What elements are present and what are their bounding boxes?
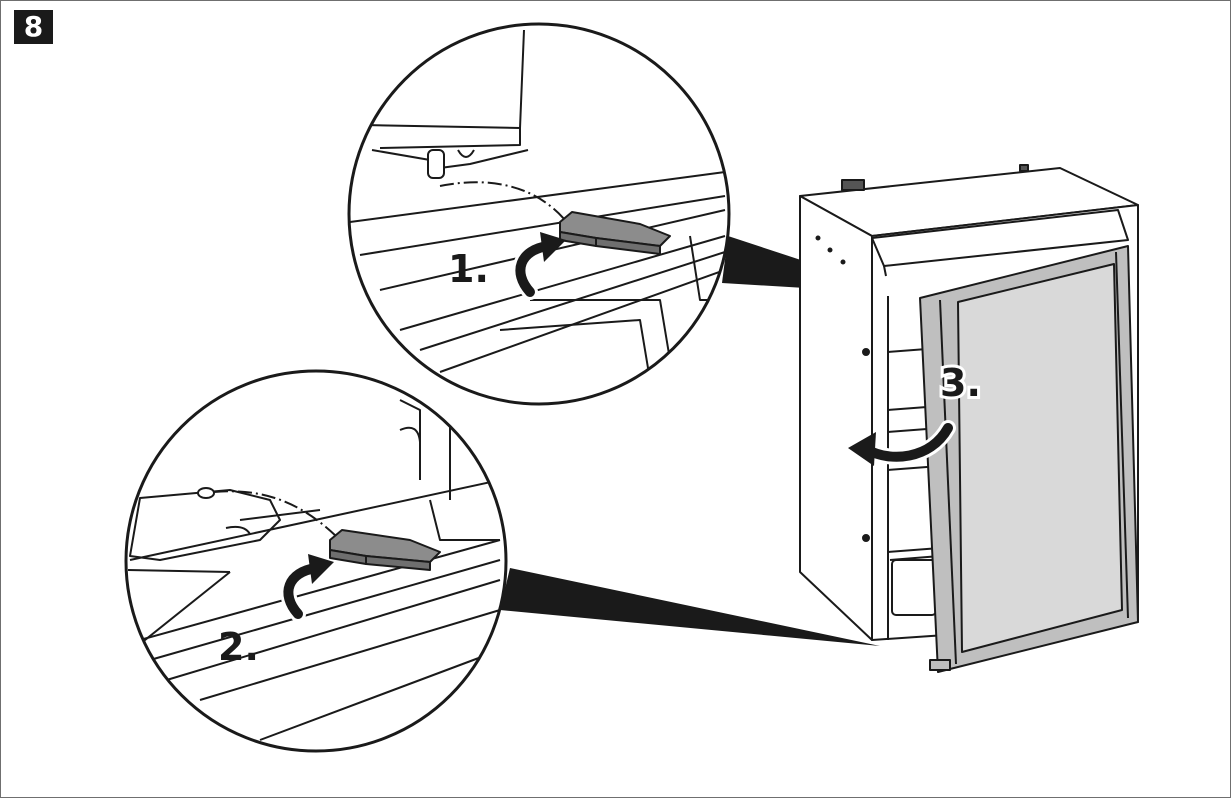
bottom-magnifier-wedge	[500, 568, 880, 646]
rotate-arrow-icon	[512, 232, 566, 300]
bottom-retainer-clip	[329, 529, 441, 571]
top-detail-magnifier	[347, 22, 731, 406]
bottom-detail-magnifier	[124, 369, 508, 753]
top-retainer-clip	[559, 211, 671, 255]
refrigerator-door	[919, 245, 1139, 673]
step-3-label: 3.	[940, 361, 981, 405]
step-1-label: 1.	[448, 247, 489, 291]
step-2-label: 2.	[218, 625, 259, 669]
figure-number-badge: 8	[14, 10, 53, 44]
rotate-arrow-icon	[280, 554, 334, 622]
swing-arrow-icon	[848, 420, 956, 466]
